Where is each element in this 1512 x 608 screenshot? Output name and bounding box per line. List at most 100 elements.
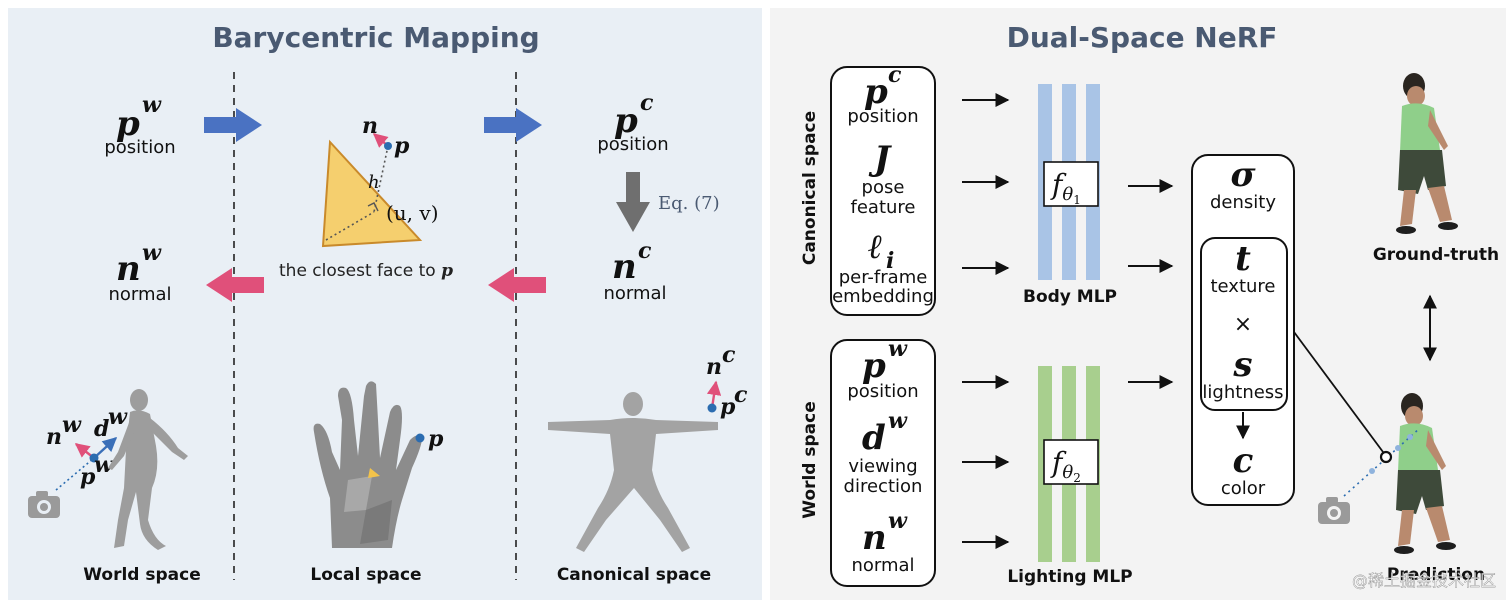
- point-dot: [89, 453, 99, 463]
- pc-superscript: c: [640, 90, 654, 116]
- pw-world-position: p w position: [104, 92, 175, 158]
- canonical-nc-symbol: n: [706, 354, 722, 380]
- render-link-line: [1293, 331, 1387, 457]
- camera-ray: [1343, 427, 1421, 497]
- pink-arrow-icon: [206, 268, 264, 302]
- sample-point: [1395, 445, 1401, 451]
- body-mlp-label: Body MLP: [1023, 287, 1117, 307]
- sigma-label: density: [1210, 192, 1276, 213]
- input-superscript: c: [888, 62, 902, 88]
- camera-icon: [28, 491, 60, 518]
- world-input-pw: p w position: [847, 336, 918, 402]
- view-direction-arrow: [93, 437, 118, 459]
- world-pw-sup: w: [94, 452, 114, 478]
- pw-symbol: p: [116, 104, 140, 144]
- tri-p-label: p: [394, 133, 410, 159]
- fn-subsubscript: 2: [1073, 471, 1081, 485]
- input-symbol: p: [864, 72, 888, 112]
- nc-canonical-normal: n c normal: [603, 238, 666, 304]
- input-superscript: w: [888, 408, 908, 434]
- s-label: lightness: [1202, 382, 1283, 403]
- nc-label: normal: [603, 283, 666, 304]
- world-space-label: World space: [800, 401, 820, 519]
- hand-face-highlight: [368, 468, 380, 478]
- input-label: position: [847, 106, 918, 127]
- nw-label: normal: [108, 284, 171, 305]
- sample-point: [1369, 468, 1375, 474]
- input-symbol: n: [862, 518, 887, 558]
- sigma-symbol: σ: [1230, 155, 1256, 195]
- canonical-input-pose: J pose feature: [851, 139, 916, 218]
- pc-symbol: p: [614, 101, 638, 141]
- input-symbol: p: [862, 346, 886, 386]
- world-input-dw: d w viewing direction: [844, 408, 923, 497]
- nw-symbol: n: [116, 249, 141, 289]
- tri-h-label: h: [368, 172, 380, 193]
- t-symbol: t: [1235, 239, 1251, 279]
- ray-sample-highlight: [1379, 450, 1393, 464]
- canonical-pc-sup: c: [734, 382, 748, 408]
- canonical-input-embedding: ℓ i per-frame embedding: [832, 227, 934, 307]
- local-p-label: p: [428, 426, 444, 452]
- fn-subscript: θ: [1062, 184, 1073, 205]
- hand-shape: [313, 381, 422, 548]
- input-label-line2: embedding: [832, 286, 934, 307]
- world-nw-symbol: n: [46, 424, 62, 450]
- t-label: texture: [1210, 276, 1275, 297]
- input-label-line2: direction: [844, 476, 923, 497]
- world-pw-symbol: p: [80, 464, 96, 490]
- right-panel-title: Dual-Space NeRF: [1007, 21, 1278, 54]
- closest-face-illustration: n p h (u, v): [321, 113, 439, 248]
- watermark: @稀土掘金技术社区: [1352, 571, 1496, 590]
- input-subscript: i: [886, 248, 894, 274]
- point-dot: [707, 403, 717, 413]
- output-arrows: [1128, 179, 1174, 389]
- input-label: viewing: [848, 456, 917, 477]
- right-angle-mark: [367, 202, 379, 212]
- height-line: [373, 145, 389, 213]
- s-symbol: s: [1232, 345, 1252, 385]
- world-dw-sup: w: [108, 404, 128, 430]
- canonical-space-label: Canonical space: [800, 111, 820, 265]
- input-symbol: d: [862, 418, 886, 458]
- texture-lightness-box: [1200, 237, 1288, 411]
- ground-truth-figure: [1396, 73, 1458, 234]
- input-label: per-frame: [839, 267, 928, 288]
- c-symbol: c: [1233, 441, 1254, 481]
- pc-label: position: [597, 134, 668, 155]
- nw-superscript: w: [142, 240, 162, 266]
- canonical-input-pc: p c position: [847, 62, 918, 127]
- camera-icon: [1318, 497, 1350, 524]
- input-label-line2: feature: [851, 197, 916, 218]
- face-caption-symbol: p: [441, 261, 453, 281]
- human-walking-shape: [108, 389, 188, 550]
- pw-label: position: [104, 137, 175, 158]
- input-label: position: [847, 381, 918, 402]
- input-arrows: [962, 93, 1010, 549]
- point-dot: [415, 433, 425, 443]
- world-dw-symbol: d: [94, 416, 109, 442]
- mlp-function-box: [1043, 439, 1099, 485]
- down-arrow-icon: [616, 172, 650, 232]
- world-input-box: [830, 339, 936, 587]
- world-space-figure: n w d w p w: [28, 389, 188, 550]
- world-nw-sup: w: [62, 412, 82, 438]
- canonical-space-figure: n c p c: [548, 342, 748, 552]
- nc-superscript: c: [638, 238, 652, 264]
- face-caption-text: the closest face to: [279, 261, 436, 281]
- equation-reference: Eq. (7): [658, 193, 720, 214]
- face-triangle: [321, 139, 423, 248]
- mlp-function-box: [1043, 161, 1099, 207]
- input-symbol: ℓ: [868, 227, 883, 267]
- world-space-caption: World space: [83, 565, 201, 585]
- input-superscript: w: [888, 336, 908, 362]
- canonical-input-box: [830, 66, 936, 316]
- blue-arrow-icon: [484, 108, 542, 142]
- pink-arrow-icon: [488, 268, 546, 302]
- tri-n-label: n: [362, 113, 378, 139]
- right-panel: Dual-Space NeRF Canonical space World sp…: [770, 8, 1506, 600]
- times-symbol: ×: [1234, 312, 1252, 337]
- fn-subsubscript: 1: [1073, 193, 1081, 207]
- c-label: color: [1221, 478, 1266, 499]
